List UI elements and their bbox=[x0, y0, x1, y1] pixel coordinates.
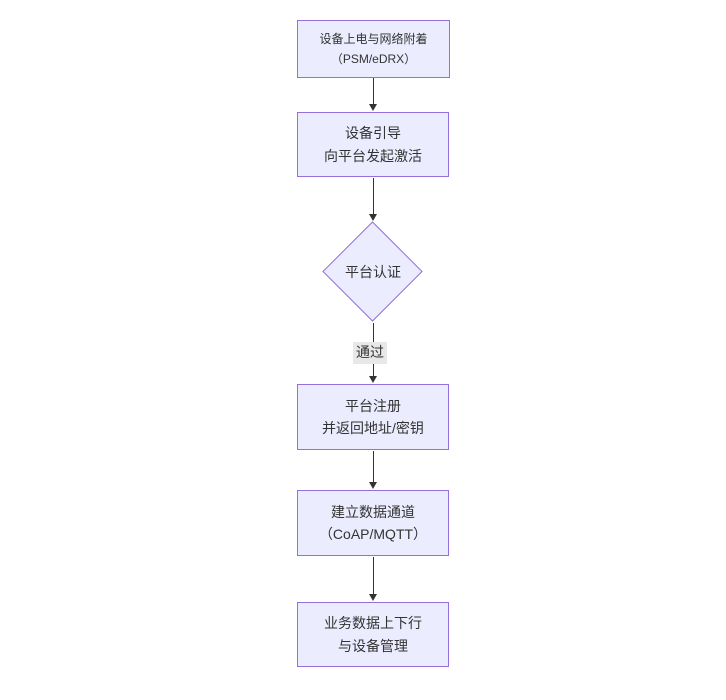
arrowhead-icon bbox=[369, 104, 377, 111]
flow-node-bootstrap: 设备引导 向平台发起激活 bbox=[297, 112, 449, 177]
flow-node-business: 业务数据上下行 与设备管理 bbox=[297, 602, 449, 667]
arrowhead-icon bbox=[369, 594, 377, 601]
arrowhead-icon bbox=[369, 214, 377, 221]
flow-node-register: 平台注册 并返回地址/密钥 bbox=[297, 384, 449, 450]
arrow-shaft bbox=[372, 78, 374, 104]
node-text-line: 建立数据通道 bbox=[331, 503, 415, 520]
arrow-shaft bbox=[372, 557, 374, 594]
node-text-line: 平台认证 bbox=[345, 264, 401, 280]
node-text-line: （PSM/eDRX） bbox=[330, 52, 417, 66]
edge-label-pass: 通过 bbox=[353, 342, 387, 364]
node-text-line: 设备上电与网络附着 bbox=[319, 31, 428, 46]
flow-node-power-attach: 设备上电与网络附着 （PSM/eDRX） bbox=[297, 20, 450, 78]
arrow-shaft bbox=[372, 451, 374, 482]
arrow-shaft bbox=[372, 178, 374, 214]
node-text-line: 设备引导 bbox=[345, 125, 401, 142]
flow-node-auth-decision: 平台认证 bbox=[322, 221, 424, 323]
flow-node-data-channel: 建立数据通道 （CoAP/MQTT） bbox=[297, 490, 449, 556]
arrowhead-icon bbox=[369, 376, 377, 383]
node-text-line: 平台注册 bbox=[345, 397, 401, 414]
node-text-line: 并返回地址/密钥 bbox=[322, 420, 424, 436]
node-text-line: 与设备管理 bbox=[338, 637, 408, 654]
node-text-line: 向平台发起激活 bbox=[324, 147, 422, 164]
node-text-line: （CoAP/MQTT） bbox=[318, 526, 428, 542]
arrowhead-icon bbox=[369, 482, 377, 489]
node-text-line: 业务数据上下行 bbox=[324, 615, 422, 632]
